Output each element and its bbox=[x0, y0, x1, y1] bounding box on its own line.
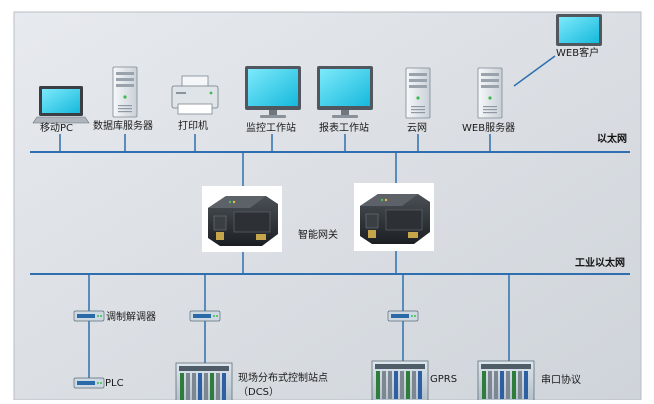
device-label: 报表工作站 bbox=[319, 121, 369, 134]
device-database-server: 数据库服务器 bbox=[93, 66, 153, 132]
device-mobile-pc: 移动PC bbox=[32, 85, 90, 134]
industrial-ethernet-label: 工业以太网 bbox=[575, 256, 625, 269]
gateway-right bbox=[354, 183, 434, 251]
device-web-client: WEB客户 bbox=[556, 14, 602, 59]
gateway-label: 智能网关 bbox=[298, 228, 338, 241]
device-label: 云网 bbox=[407, 122, 427, 134]
server-tower-icon bbox=[405, 67, 431, 119]
modem-icon bbox=[387, 310, 419, 322]
modem-label: 调制解调器 bbox=[106, 310, 156, 323]
dcs-label-line1: 现场分布式控制站点 bbox=[238, 371, 328, 384]
printer-icon bbox=[171, 75, 219, 115]
device-label: 打印机 bbox=[178, 119, 208, 132]
device-label: 数据库服务器 bbox=[93, 119, 153, 132]
ethernet-drop-lines bbox=[59, 134, 491, 152]
gprs-cabinet-icon bbox=[371, 360, 429, 402]
plc-gateway-icon bbox=[359, 193, 431, 245]
web-client-link bbox=[513, 55, 556, 87]
device-printer: 打印机 bbox=[171, 75, 219, 132]
modem-icon bbox=[189, 310, 221, 322]
device-report-workstation: 报表工作站 bbox=[317, 66, 373, 134]
plc-label: PLC bbox=[105, 378, 124, 389]
device-label: WEB客户 bbox=[556, 46, 599, 59]
laptop-icon bbox=[32, 85, 90, 124]
monitor-icon bbox=[556, 14, 602, 46]
plc-device-icon bbox=[73, 377, 105, 389]
device-label: 移动PC bbox=[40, 121, 73, 134]
serial-label: 串口协议 bbox=[541, 373, 581, 386]
device-label: WEB服务器 bbox=[462, 121, 515, 134]
modem-icon bbox=[73, 310, 105, 322]
server-tower-icon bbox=[112, 66, 138, 118]
gprs-label: GPRS bbox=[430, 374, 457, 385]
device-monitoring-workstation: 监控工作站 bbox=[245, 66, 301, 134]
dcs-label-line2: （DCS） bbox=[238, 386, 279, 398]
device-web-server: WEB服务器 bbox=[462, 67, 515, 134]
device-cloud-network: 云网 bbox=[405, 67, 431, 134]
gateway-left bbox=[202, 186, 282, 252]
server-tower-icon bbox=[477, 67, 503, 119]
ethernet-label: 以太网 bbox=[597, 132, 627, 145]
dcs-cabinet-icon bbox=[175, 362, 233, 404]
device-label: 监控工作站 bbox=[246, 121, 296, 134]
plc-gateway-icon bbox=[207, 195, 279, 247]
serial-cabinet-icon bbox=[477, 360, 535, 402]
